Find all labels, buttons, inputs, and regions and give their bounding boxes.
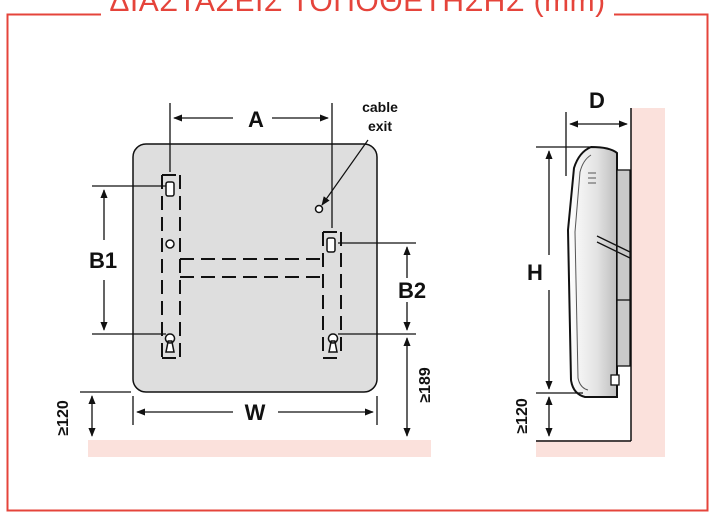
- dimension-w: [132, 396, 378, 425]
- floor-band-side: [536, 440, 665, 457]
- title-wrap: ΔΙΑΣΤΑΣΕΙΣ ΤΟΠΟΘΕΤΗΣΗΣ (mm): [0, 0, 715, 17]
- label-h: H: [527, 260, 543, 285]
- dimension-b2: [338, 242, 416, 335]
- dimension-d: [565, 112, 628, 176]
- label-a: A: [248, 107, 264, 132]
- cable-exit-hole: [314, 204, 324, 214]
- upper-slot-left: [165, 181, 175, 197]
- label-floor-side: ≥120: [514, 398, 531, 434]
- label-b1: B1: [89, 248, 117, 273]
- dimension-h: [536, 146, 590, 394]
- wall-bracket: [596, 169, 631, 386]
- floor-band: [88, 440, 431, 457]
- dimension-a: [169, 103, 333, 228]
- cable-exit-leader: [321, 139, 369, 206]
- keyhole-right: [327, 333, 339, 353]
- upper-slot-right: [326, 237, 336, 253]
- label-floor-front: ≥120: [55, 400, 72, 436]
- dimension-floor-front: [80, 391, 131, 437]
- keyhole-left: [164, 333, 176, 353]
- label-min-189: ≥189: [417, 367, 434, 403]
- label-cable: cable: [362, 99, 398, 115]
- mounting-bracket-outline: [161, 174, 342, 359]
- wall-band: [631, 108, 665, 457]
- label-exit: exit: [368, 118, 392, 134]
- page-title: ΔΙΑΣΤΑΣΕΙΣ ΤΟΠΟΘΕΤΗΣΗΣ (mm): [101, 0, 614, 17]
- heater-side-inner: [574, 154, 592, 391]
- heater-side-profile: [566, 145, 618, 398]
- heater-panel: [132, 143, 378, 393]
- vent-slots: [588, 172, 596, 184]
- label-b2: B2: [398, 278, 426, 303]
- screw-hole: [165, 239, 175, 249]
- label-d: D: [589, 88, 605, 113]
- label-w: W: [245, 400, 266, 425]
- dimension-b1: [92, 185, 166, 335]
